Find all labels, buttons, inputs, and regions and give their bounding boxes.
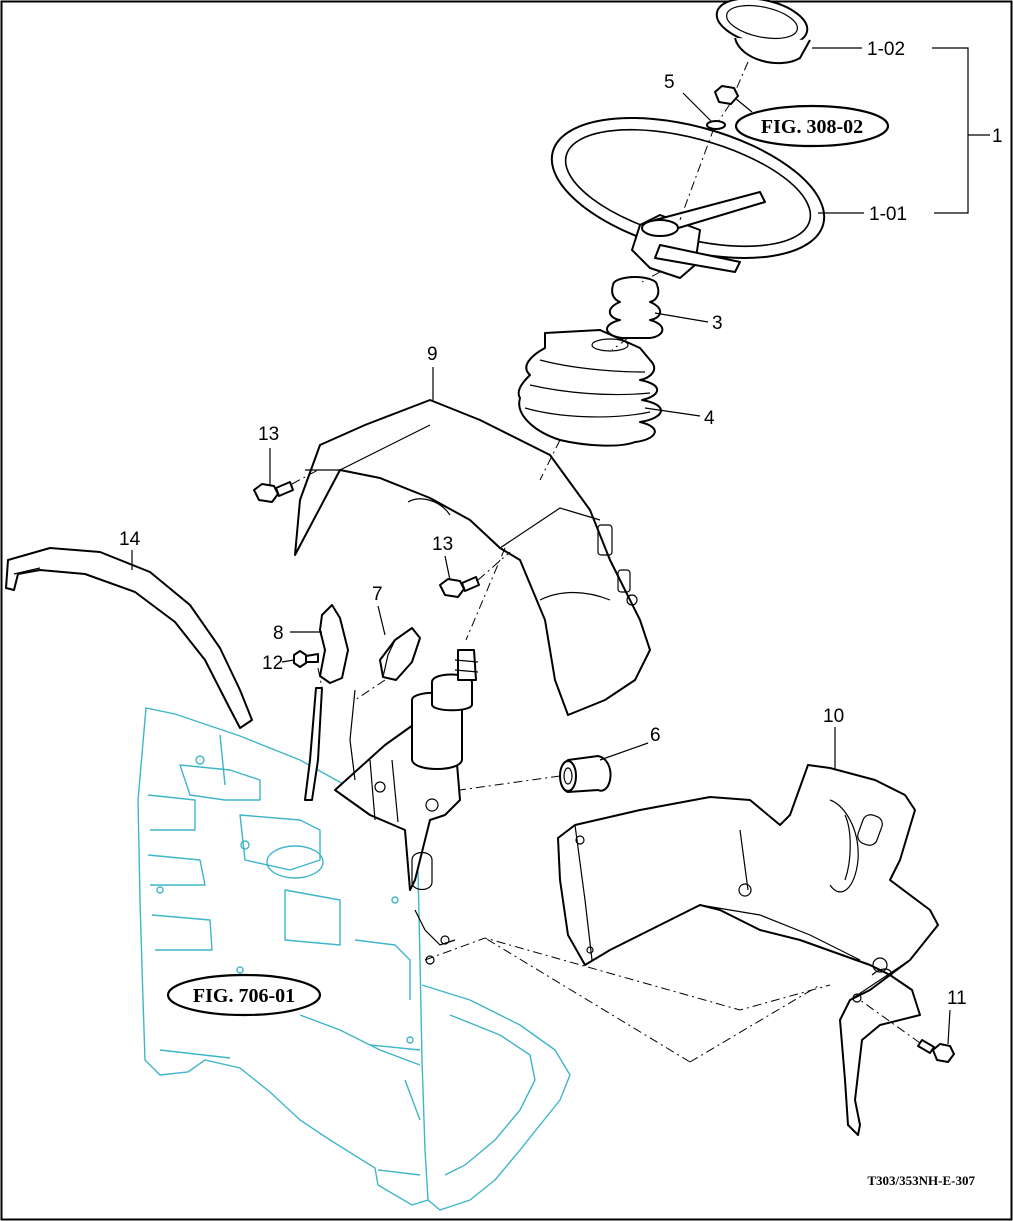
ref-706-text: FIG. 706-01 (193, 985, 295, 1007)
callout-1: 1 (992, 126, 1003, 147)
callout-11: 11 (947, 988, 967, 1009)
callout-7: 7 (372, 584, 383, 605)
bolt-13-lower (439, 576, 480, 598)
callout-9: 9 (427, 344, 438, 365)
leader-lines (131, 47, 990, 1045)
collar-6 (559, 755, 612, 793)
callout-13-upper: 13 (258, 424, 279, 445)
drawing-code: T303/353NH-E-307 (867, 1173, 975, 1188)
small-boot (606, 276, 664, 339)
callout-14: 14 (119, 529, 141, 550)
lower-cover (557, 764, 939, 1136)
nut-and-washer (706, 85, 739, 130)
callout-1-01: 1-01 (869, 204, 907, 225)
horn-cap (715, 0, 811, 65)
assembly-lines (291, 61, 921, 1063)
steering-wheel (550, 117, 826, 279)
callout-1-02: 1-02 (867, 39, 905, 60)
bolt-11 (917, 1039, 955, 1063)
callout-8: 8 (273, 623, 284, 644)
lever-rod-2 (349, 689, 356, 781)
callout-4: 4 (704, 408, 715, 429)
lever-grip-8 (319, 604, 349, 684)
ref-308-label[interactable]: FIG. 308-02 (734, 104, 890, 148)
bolt-13-upper (253, 481, 294, 503)
callout-10: 10 (823, 706, 844, 727)
dash-frame-reference-part (137, 707, 571, 1211)
knob-7 (379, 627, 421, 681)
ref-706-label[interactable]: FIG. 706-01 (166, 973, 322, 1017)
callout-12: 12 (262, 653, 283, 674)
callout-13-lower: 13 (432, 534, 453, 555)
callout-5: 5 (664, 72, 675, 93)
trim-strip (5, 547, 253, 729)
upper-cover (294, 399, 651, 716)
callout-6: 6 (650, 725, 661, 746)
screw-12 (293, 650, 319, 668)
steering-column (334, 649, 479, 965)
callout-3: 3 (712, 313, 723, 334)
callout-labels: 1-02 1 5 1-01 3 9 4 13 13 14 7 8 12 10 6… (119, 39, 1003, 1009)
large-boot (517, 329, 662, 447)
ref-308-text: FIG. 308-02 (761, 116, 863, 138)
